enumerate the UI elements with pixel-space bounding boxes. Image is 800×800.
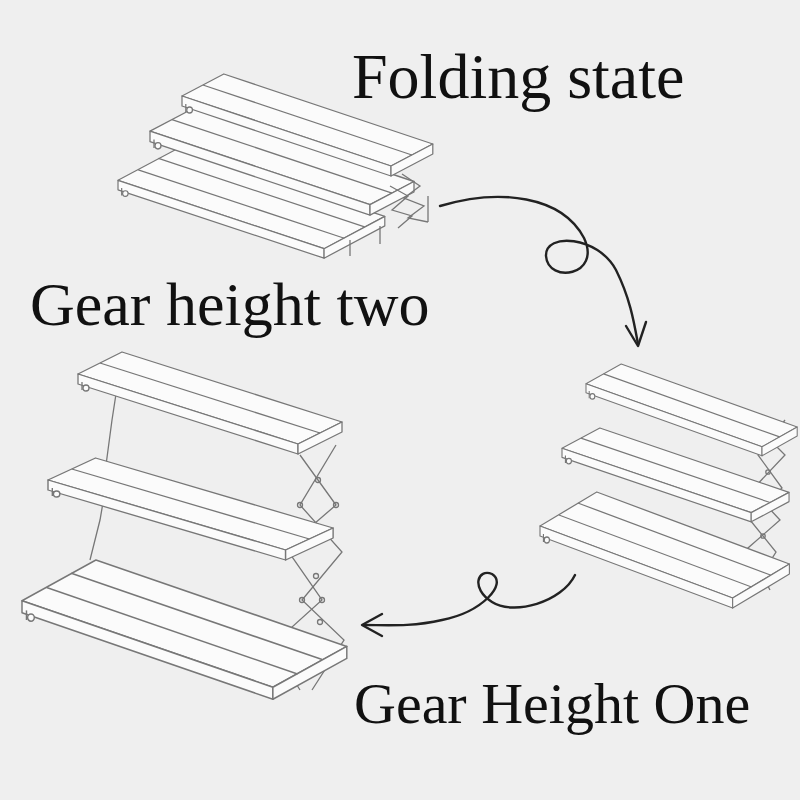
state-label: Folding state (352, 42, 684, 112)
curly-arrow (362, 197, 646, 636)
shelf-gear-two (22, 352, 347, 699)
state-label: Gear height two (30, 270, 429, 338)
shelf-gear-one (540, 364, 797, 608)
state-label: Gear Height One (354, 672, 750, 736)
